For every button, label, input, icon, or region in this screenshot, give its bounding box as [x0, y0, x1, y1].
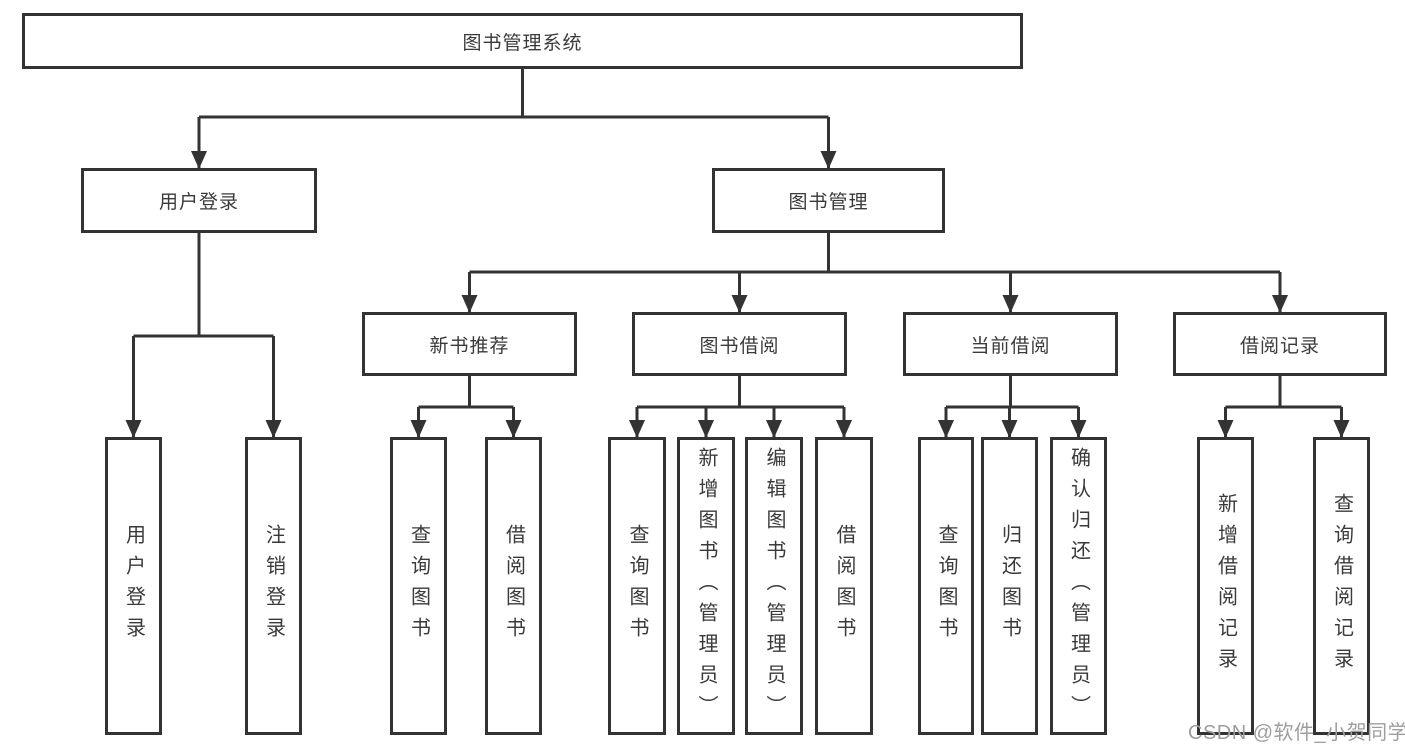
node-user-login: 用户登录	[81, 168, 317, 233]
node-leaf-borrow-books-2: 借阅图书	[815, 437, 873, 735]
node-label: 新增借阅记录	[1214, 493, 1237, 679]
watermark: CSDN @软件_小贺同学	[1188, 722, 1405, 744]
node-label: 用户登录	[158, 192, 239, 213]
node-label: 归还图书	[998, 524, 1021, 648]
node-label: 确认归还（管理员）	[1067, 446, 1090, 726]
node-label: 用户登录	[122, 524, 145, 648]
node-label: 借阅记录	[1239, 335, 1320, 357]
node-label: 编辑图书（管理员）	[763, 446, 785, 726]
node-label: 注销登录	[262, 524, 285, 648]
node-root: 图书管理系统	[22, 13, 1023, 69]
node-label: 图书管理系统	[462, 32, 583, 54]
node-borrow-records: 借阅记录	[1173, 312, 1387, 376]
node-leaf-borrow-books-1: 借阅图书	[485, 437, 542, 735]
node-leaf-query-books-3: 查询图书	[918, 437, 974, 735]
node-label: 当前借阅	[970, 335, 1051, 357]
node-leaf-return-book: 归还图书	[981, 437, 1038, 735]
node-leaf-query-borrow-record: 查询借阅记录	[1313, 437, 1370, 735]
node-leaf-edit-book-admin: 编辑图书（管理员）	[745, 437, 803, 735]
node-book-borrow: 图书借阅	[632, 312, 847, 376]
node-leaf-add-book-admin: 新增图书（管理员）	[677, 437, 735, 735]
node-label: 查询图书	[935, 524, 957, 648]
node-label: 新书推荐	[429, 335, 510, 357]
node-label: 借阅图书	[833, 524, 855, 648]
node-leaf-user-login: 用户登录	[105, 437, 162, 735]
node-leaf-query-books-2: 查询图书	[608, 437, 666, 735]
node-label: 借阅图书	[502, 524, 525, 648]
node-leaf-confirm-return-admin: 确认归还（管理员）	[1050, 437, 1107, 735]
node-label: 查询图书	[626, 524, 648, 648]
node-label: 新增图书（管理员）	[695, 446, 717, 726]
node-label: 查询借阅记录	[1330, 493, 1353, 679]
node-label: 查询图书	[407, 524, 430, 648]
node-label: 图书管理	[788, 192, 869, 213]
node-leaf-query-books-1: 查询图书	[390, 437, 447, 735]
node-label: 图书借阅	[699, 335, 780, 357]
node-leaf-add-borrow-record: 新增借阅记录	[1197, 437, 1254, 735]
node-book-management: 图书管理	[712, 168, 945, 233]
node-leaf-logout: 注销登录	[245, 437, 302, 735]
node-new-book-recommend: 新书推荐	[362, 312, 577, 376]
node-current-borrow: 当前借阅	[903, 312, 1118, 376]
